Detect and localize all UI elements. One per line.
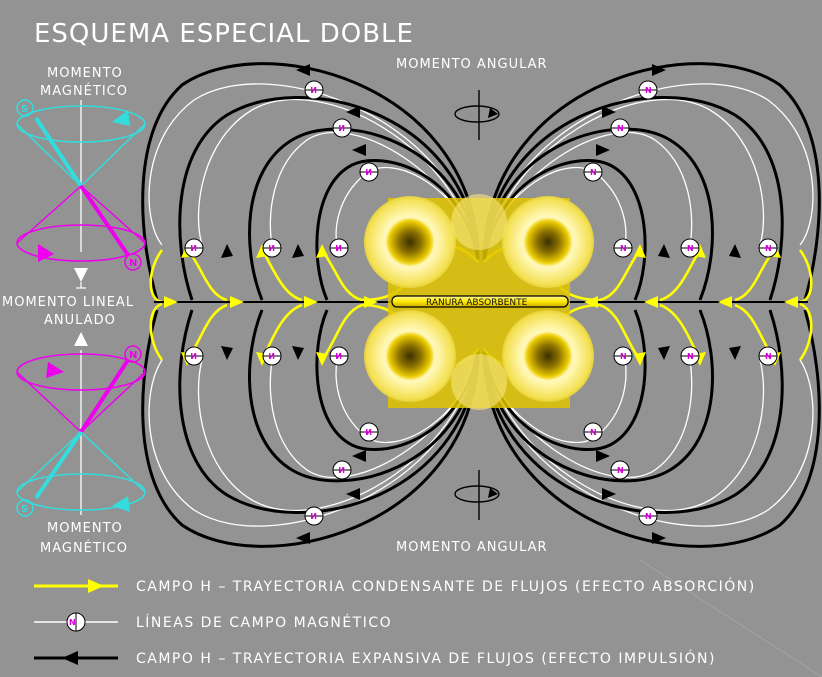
svg-text:N: N bbox=[687, 244, 694, 253]
legend-text-lineas: LÍNEAS DE CAMPO MAGNÉTICO bbox=[136, 614, 392, 631]
momento-magnetico-top-l2: MAGNÉTICO bbox=[40, 83, 128, 99]
cone-icon bbox=[16, 430, 146, 512]
cone-icon bbox=[16, 353, 146, 434]
pole-n-bottom: N bbox=[124, 345, 142, 363]
svg-text:N: N bbox=[645, 86, 652, 95]
svg-text:N: N bbox=[617, 466, 624, 475]
background-seam bbox=[639, 559, 822, 677]
rotation-arrow-icon bbox=[454, 90, 500, 140]
momento-lineal-l2: ANULADO bbox=[44, 313, 116, 328]
gear-icon bbox=[364, 310, 456, 402]
svg-text:N: N bbox=[129, 258, 137, 269]
svg-text:N: N bbox=[765, 352, 772, 361]
magnet-markers-right: N N N N N N N N N N N N bbox=[583, 80, 778, 526]
svg-text:S: S bbox=[21, 504, 28, 515]
legend-text-condensante: CAMPO H – TRAYECTORIA CONDENSANTE DE FLU… bbox=[136, 577, 756, 595]
momento-magnetico-bottom-l1: MOMENTO bbox=[47, 521, 123, 536]
cone-icon bbox=[16, 184, 146, 262]
gear-icon bbox=[502, 196, 594, 288]
legend-text-expansiva: CAMPO H – TRAYECTORIA EXPANSIVA DE FLUJO… bbox=[136, 649, 716, 667]
legend-item-lineas: N LÍNEAS DE CAMPO MAGNÉTICO bbox=[34, 612, 392, 632]
cone-icon bbox=[16, 105, 146, 188]
ranura-absorbente: RANURA ABSORBENTE bbox=[391, 295, 569, 308]
magnet-marker-icon: N bbox=[66, 612, 86, 632]
svg-text:N: N bbox=[69, 618, 76, 627]
svg-text:S: S bbox=[21, 104, 28, 115]
svg-text:N: N bbox=[645, 512, 652, 521]
legend-item-expansiva: CAMPO H – TRAYECTORIA EXPANSIVA DE FLUJO… bbox=[34, 649, 716, 667]
legend: CAMPO H – TRAYECTORIA CONDENSANTE DE FLU… bbox=[34, 577, 756, 667]
gear-icon bbox=[364, 196, 456, 288]
svg-text:N: N bbox=[620, 352, 627, 361]
momento-magnetico-top-l1: MOMENTO bbox=[47, 66, 123, 81]
pole-s-bottom: S bbox=[16, 499, 34, 517]
pole-s-top: S bbox=[16, 99, 34, 117]
rotation-arrow-icon bbox=[454, 470, 500, 520]
momento-lineal-l1: MOMENTO LINEAL bbox=[2, 295, 134, 310]
legend-item-condensante: CAMPO H – TRAYECTORIA CONDENSANTE DE FLU… bbox=[34, 577, 756, 595]
svg-text:N: N bbox=[687, 352, 694, 361]
svg-text:N: N bbox=[590, 428, 597, 437]
up-arrow-icon bbox=[74, 332, 88, 346]
momento-magnetico-bottom-l2: MAGNÉTICO bbox=[40, 540, 128, 556]
svg-text:N: N bbox=[129, 350, 137, 361]
svg-text:N: N bbox=[590, 168, 597, 177]
field-lines-right: N N N N N N N N N N N N bbox=[482, 62, 821, 548]
gear-icon bbox=[502, 310, 594, 402]
momento-angular-bottom: MOMENTO ANGULAR bbox=[396, 540, 548, 555]
diagram-title: ESQUEMA ESPECIAL DOBLE bbox=[34, 19, 414, 49]
ranura-label: RANURA ABSORBENTE bbox=[426, 298, 528, 308]
svg-text:N: N bbox=[620, 244, 627, 253]
momento-angular-top: MOMENTO ANGULAR bbox=[396, 57, 548, 72]
pole-n-top: N bbox=[124, 253, 142, 271]
down-arrow-icon bbox=[74, 268, 88, 289]
svg-text:N: N bbox=[765, 244, 772, 253]
svg-text:N: N bbox=[617, 124, 624, 133]
